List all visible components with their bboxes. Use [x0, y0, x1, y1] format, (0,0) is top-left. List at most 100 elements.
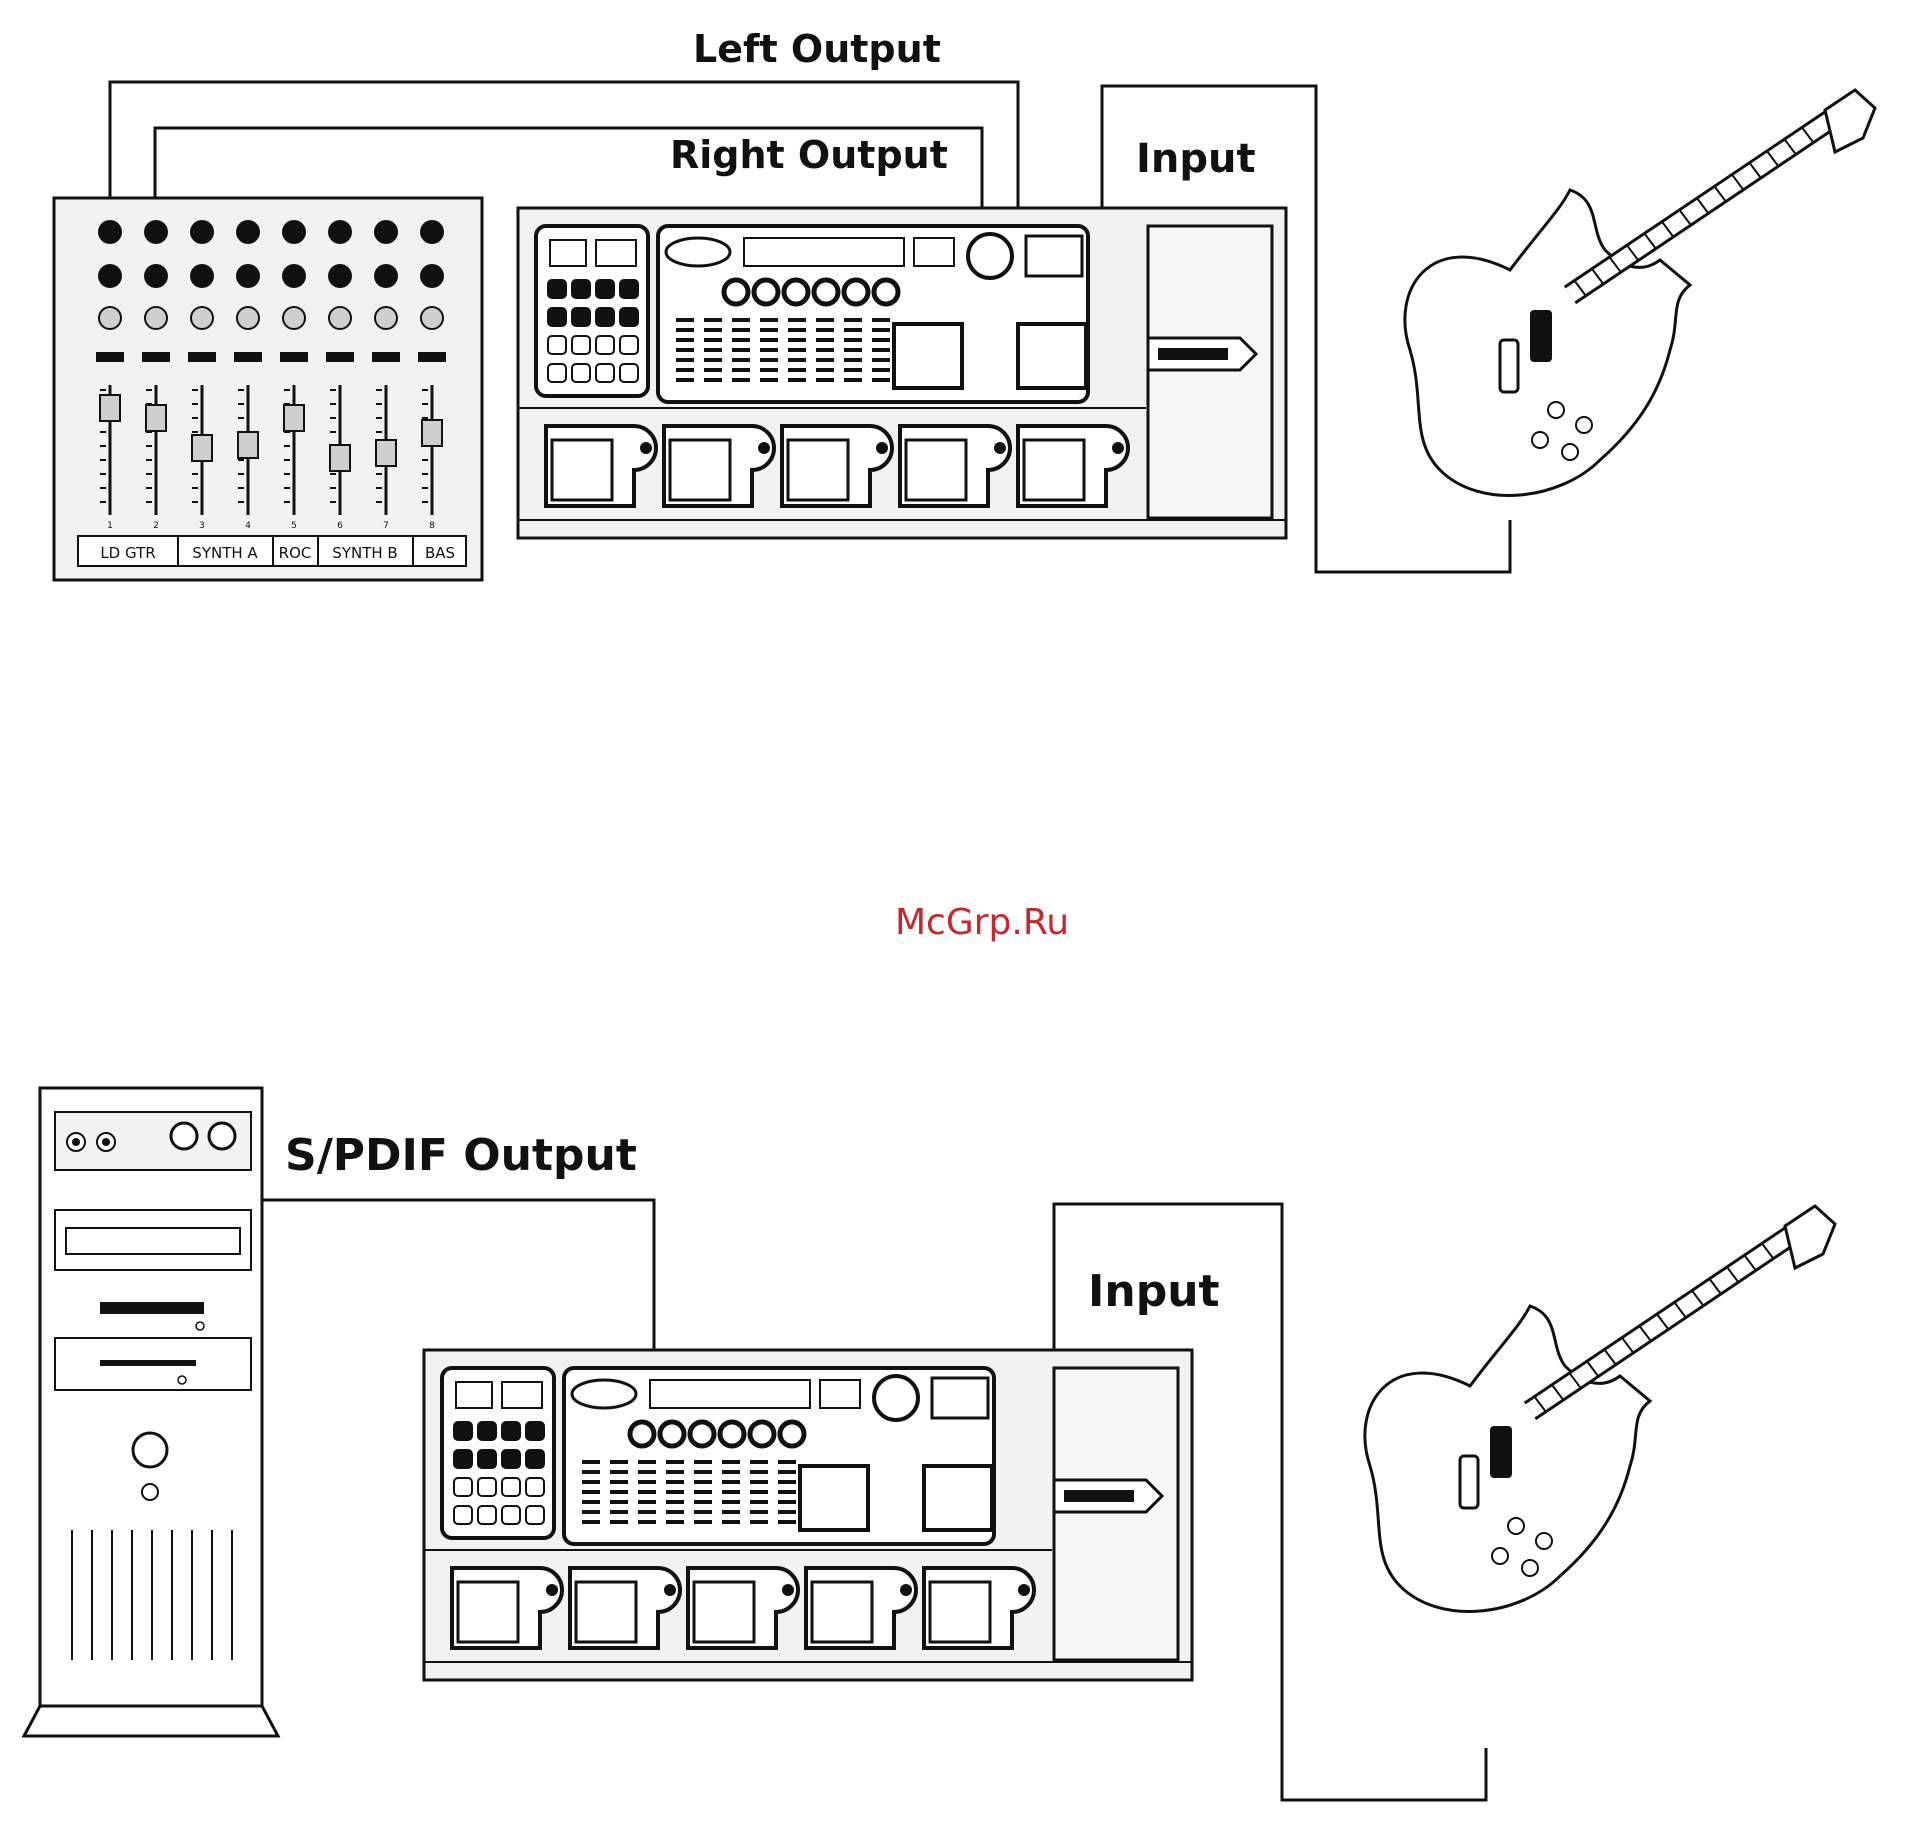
matrix-label: [760, 338, 778, 342]
guitar-knob-icon: [1492, 1548, 1508, 1564]
switch-icon: [142, 352, 170, 362]
matrix-label: [872, 348, 890, 352]
panel-button: [572, 336, 590, 354]
matrix-label: [676, 368, 694, 372]
matrix-label: [816, 378, 834, 382]
led-icon: [900, 1584, 912, 1596]
knob-icon: [99, 307, 121, 329]
matrix-label: [816, 328, 834, 332]
footswitch: [1018, 324, 1086, 388]
footswitch-pad: [906, 440, 966, 500]
matrix-label: [676, 328, 694, 332]
panel-button: [596, 364, 614, 382]
pickup-icon: [1460, 1456, 1478, 1508]
panel-button: [572, 364, 590, 382]
panel-button: [572, 308, 590, 326]
led-icon: [876, 442, 888, 454]
brand-plate: [1064, 1490, 1134, 1502]
knob-icon: [660, 1422, 684, 1446]
matrix-label: [872, 368, 890, 372]
panel-button: [596, 336, 614, 354]
matrix-label: [610, 1520, 628, 1524]
matrix-label: [666, 1480, 684, 1484]
knob-icon: [329, 307, 351, 329]
knob-icon: [421, 307, 443, 329]
knob-icon: [98, 264, 122, 288]
matrix-label: [844, 328, 862, 332]
channel-number: 1: [107, 521, 113, 531]
pickup-icon: [1530, 310, 1552, 362]
led-display: [502, 1382, 542, 1408]
matrix-label: [750, 1480, 768, 1484]
matrix-label: [722, 1460, 740, 1464]
led-icon: [1112, 442, 1124, 454]
footswitch-pad: [552, 440, 612, 500]
knob-icon: [283, 307, 305, 329]
matrix-label: [732, 358, 750, 362]
matrix-label: [844, 358, 862, 362]
matrix-label: [872, 358, 890, 362]
matrix-label: [722, 1500, 740, 1504]
panel-button: [620, 364, 638, 382]
matrix-label: [638, 1480, 656, 1484]
knob-icon: [236, 220, 260, 244]
matrix-label: [610, 1480, 628, 1484]
panel-button: [478, 1450, 496, 1468]
knob-icon: [690, 1422, 714, 1446]
channel-number: 8: [429, 521, 435, 531]
matrix-label: [582, 1500, 600, 1504]
panel-button: [548, 308, 566, 326]
matrix-label: [844, 338, 862, 342]
matrix-label: [778, 1500, 796, 1504]
matrix-label: [778, 1520, 796, 1524]
matrix-label: [666, 1490, 684, 1494]
matrix-label: [666, 1470, 684, 1474]
matrix-label: [750, 1490, 768, 1494]
panel-button: [526, 1506, 544, 1524]
matrix-label: [704, 368, 722, 372]
panel-button: [454, 1422, 472, 1440]
watermark: McGrp.Ru: [895, 902, 1069, 943]
footswitch-pad: [670, 440, 730, 500]
led-icon: [546, 1584, 558, 1596]
knob-icon: [237, 307, 259, 329]
mixer-channel-label: SYNTH B: [332, 544, 397, 562]
fader-cap: [146, 405, 166, 431]
knob-icon: [282, 220, 306, 244]
matrix-label: [778, 1480, 796, 1484]
pickup-icon: [1500, 340, 1518, 392]
matrix-label: [666, 1510, 684, 1514]
matrix-label: [872, 338, 890, 342]
knob-icon: [724, 280, 748, 304]
guitar-knob-icon: [1576, 417, 1592, 433]
guitar-knob-icon: [1562, 444, 1578, 460]
switch-icon: [326, 352, 354, 362]
footswitch-pad: [788, 440, 848, 500]
footswitch-pad: [694, 1582, 754, 1642]
matrix-label: [732, 368, 750, 372]
matrix-label: [816, 338, 834, 342]
footswitch-pad: [930, 1582, 990, 1642]
matrix-label: [760, 318, 778, 322]
led-icon: [664, 1584, 676, 1596]
mixer-channel-label: SYNTH A: [192, 544, 258, 562]
knob-icon: [374, 264, 398, 288]
knob-icon: [874, 280, 898, 304]
channel-number: 3: [199, 521, 205, 531]
knob-icon: [750, 1422, 774, 1446]
matrix-label: [760, 348, 778, 352]
matrix-label: [732, 338, 750, 342]
matrix-label: [676, 338, 694, 342]
knob-icon: [420, 220, 444, 244]
spdif-jack-icon: [67, 1133, 85, 1151]
footswitch-pad: [576, 1582, 636, 1642]
matrix-label: [694, 1480, 712, 1484]
matrix-label: [582, 1460, 600, 1464]
matrix-label: [694, 1460, 712, 1464]
matrix-label: [666, 1460, 684, 1464]
panel-button: [502, 1478, 520, 1496]
expression-pedal: [1148, 226, 1272, 518]
channel-number: 2: [153, 521, 159, 531]
matrix-label: [760, 378, 778, 382]
switch-icon: [234, 352, 262, 362]
